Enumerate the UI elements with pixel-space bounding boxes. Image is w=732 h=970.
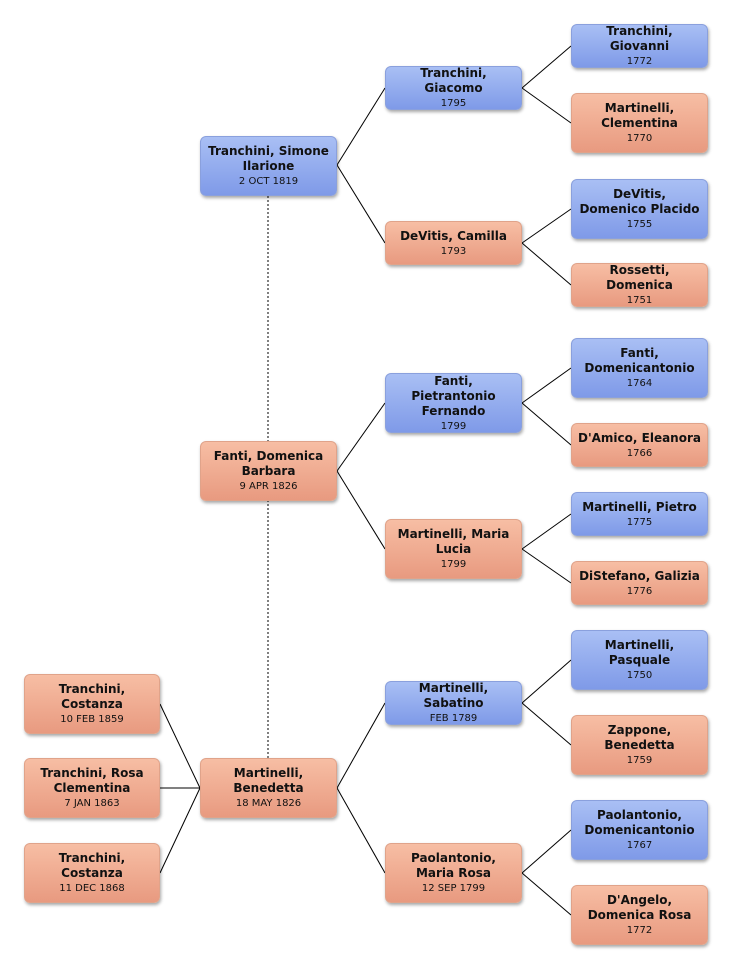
connector-line — [521, 702, 572, 746]
person-date: 10 FEB 1859 — [60, 714, 124, 725]
person-martinelli-pietro[interactable]: Martinelli, Pietro 1775 — [571, 492, 708, 536]
person-name: DiStefano, Galizia — [579, 568, 700, 583]
person-name: D'Amico, Eleanora — [578, 430, 701, 445]
person-zappone-benedetta[interactable]: Zappone, Benedetta 1759 — [571, 715, 708, 775]
person-name: Fanti, Pietrantonio Fernando — [411, 373, 496, 418]
person-fanti-domenicantonio[interactable]: Fanti, Domenicantonio 1764 — [571, 338, 708, 398]
person-date: 1799 — [440, 559, 467, 570]
person-name: Paolantonio, Maria Rosa — [410, 851, 496, 880]
person-tranchini-costanza-1868[interactable]: Tranchini, Costanza 11 DEC 1868 — [24, 843, 160, 903]
person-date: 1772 — [626, 925, 653, 936]
person-name: Fanti, Domenica Barbara — [213, 449, 324, 478]
person-tranchini-costanza-1859[interactable]: Tranchini, Costanza 10 FEB 1859 — [24, 674, 160, 734]
person-name: Martinelli, Benedetta — [233, 766, 304, 795]
person-martinelli-clementina[interactable]: Martinelli, Clementina 1770 — [571, 93, 708, 153]
person-name: Tranchini, Giovanni — [606, 24, 673, 53]
person-devitis-domenico-placido[interactable]: DeVitis, Domenico Placido 1755 — [571, 179, 708, 239]
person-name: Martinelli, Maria Lucia — [397, 527, 510, 556]
connector-line — [336, 87, 386, 166]
person-date: 7 JAN 1863 — [64, 798, 120, 809]
person-date: 9 APR 1826 — [239, 481, 298, 492]
person-date: 1770 — [626, 133, 653, 144]
person-date: 1776 — [626, 585, 653, 597]
person-martinelli-pasquale[interactable]: Martinelli, Pasquale 1750 — [571, 630, 708, 690]
person-name: Paolantonio, Domenicantonio — [584, 808, 695, 837]
person-date: 1799 — [440, 420, 467, 432]
person-date: 1750 — [626, 670, 653, 681]
person-fanti-pietrantonio-fernando[interactable]: Fanti, Pietrantonio Fernando 1799 — [385, 373, 522, 433]
person-date: 1793 — [440, 245, 467, 257]
person-martinelli-benedetta[interactable]: Martinelli, Benedetta 18 MAY 1826 — [200, 758, 337, 818]
connector-line — [521, 242, 572, 286]
person-date: 11 DEC 1868 — [59, 883, 125, 894]
person-name: Tranchini, Rosa Clementina — [40, 766, 144, 795]
connector-line — [336, 164, 386, 244]
person-name: Tranchini, Simone Ilarione — [208, 144, 329, 173]
person-date: 18 MAY 1826 — [235, 798, 302, 809]
person-dangelo-domenica-rosa[interactable]: D'Angelo, Domenica Rosa 1772 — [571, 885, 708, 945]
person-name: Tranchini, Costanza — [58, 682, 126, 711]
person-name: DeVitis, Domenico Placido — [579, 187, 700, 216]
connector-line — [521, 87, 572, 124]
person-name: DeVitis, Camilla — [400, 228, 507, 243]
person-date: 1764 — [626, 378, 653, 389]
connector-line — [521, 402, 572, 446]
person-name: Zappone, Benedetta — [604, 723, 675, 752]
connector-line — [521, 548, 572, 584]
person-date: 1775 — [626, 516, 653, 528]
connector-line — [336, 787, 386, 874]
connector-line — [336, 402, 386, 472]
person-tranchini-giovanni[interactable]: Tranchini, Giovanni 1772 — [571, 24, 708, 68]
person-distefano-galizia[interactable]: DiStefano, Galizia 1776 — [571, 561, 708, 605]
connector-line — [521, 872, 572, 916]
person-name: D'Angelo, Domenica Rosa — [587, 893, 692, 922]
connector-line — [521, 513, 572, 550]
person-date: 1759 — [626, 755, 653, 766]
person-fanti-domenica-barbara[interactable]: Fanti, Domenica Barbara 9 APR 1826 — [200, 441, 337, 501]
person-name: Martinelli, Sabatino — [418, 681, 489, 710]
person-damico-eleanora[interactable]: D'Amico, Eleanora 1766 — [571, 423, 708, 467]
person-martinelli-maria-lucia[interactable]: Martinelli, Maria Lucia 1799 — [385, 519, 522, 579]
person-date: 1772 — [626, 56, 653, 67]
connector-line — [521, 45, 572, 89]
person-date: 2 OCT 1819 — [238, 176, 299, 187]
person-date: 12 SEP 1799 — [421, 883, 486, 894]
connector-line — [521, 367, 572, 404]
connector-line — [521, 829, 572, 874]
person-name: Fanti, Domenicantonio — [584, 346, 695, 375]
person-date: 1755 — [626, 219, 653, 230]
person-tranchini-simone-ilarione[interactable]: Tranchini, Simone Ilarione 2 OCT 1819 — [200, 136, 337, 196]
connector-line — [159, 787, 201, 874]
person-date: 1751 — [626, 295, 653, 306]
person-name: Tranchini, Giacomo — [420, 66, 487, 95]
connector-line — [336, 470, 386, 550]
person-martinelli-sabatino[interactable]: Martinelli, Sabatino FEB 1789 — [385, 681, 522, 725]
person-name: Rossetti, Domenica — [606, 263, 673, 292]
person-date: FEB 1789 — [429, 713, 478, 724]
person-date: 1767 — [626, 840, 653, 851]
connector-line — [521, 659, 572, 704]
person-name: Martinelli, Pasquale — [604, 638, 675, 667]
person-paolantonio-maria-rosa[interactable]: Paolantonio, Maria Rosa 12 SEP 1799 — [385, 843, 522, 903]
person-tranchini-rosa-clementina[interactable]: Tranchini, Rosa Clementina 7 JAN 1863 — [24, 758, 160, 818]
person-name: Tranchini, Costanza — [58, 851, 126, 880]
person-paolantonio-domenicantonio[interactable]: Paolantonio, Domenicantonio 1767 — [571, 800, 708, 860]
connector-line — [159, 703, 201, 789]
person-name: Martinelli, Clementina — [601, 101, 678, 130]
person-date: 1795 — [440, 98, 467, 109]
person-devitis-camilla[interactable]: DeVitis, Camilla 1793 — [385, 221, 522, 265]
connector-line — [521, 208, 572, 244]
person-date: 1766 — [626, 447, 653, 459]
person-tranchini-giacomo[interactable]: Tranchini, Giacomo 1795 — [385, 66, 522, 110]
connector-line — [336, 702, 386, 789]
person-rossetti-domenica[interactable]: Rossetti, Domenica 1751 — [571, 263, 708, 307]
person-name: Martinelli, Pietro — [582, 499, 697, 514]
